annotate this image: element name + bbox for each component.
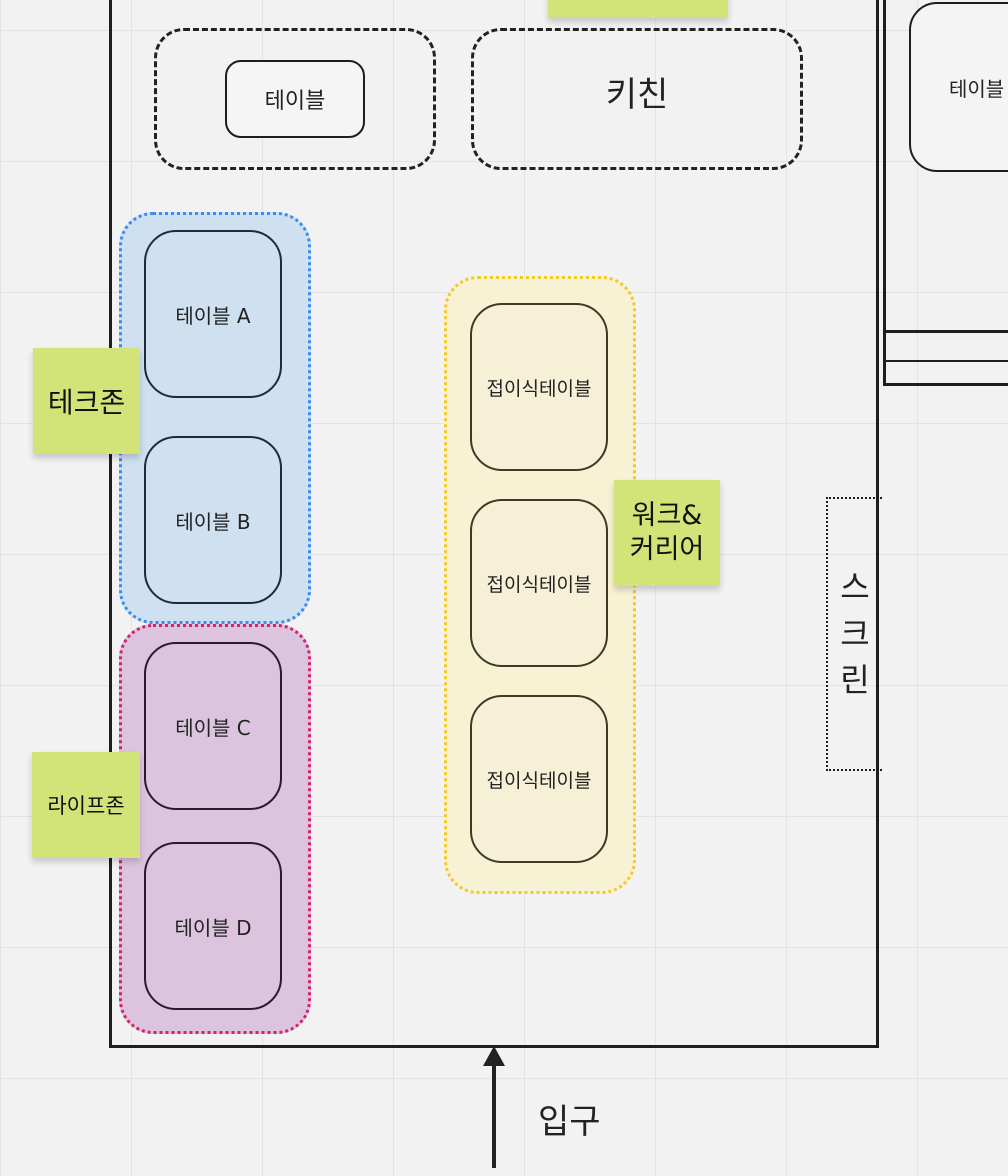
entrance-arrow-line [492, 1062, 496, 1168]
entrance-arrow-head [483, 1046, 505, 1066]
table-d-label: 테이블 D [174, 915, 252, 940]
side-table-label: 테이블 [949, 76, 1005, 101]
folding-table-3-label: 접이식테이블 [486, 769, 592, 792]
folding-table-2-label: 접이식테이블 [486, 573, 592, 596]
table-b-label: 테이블 B [175, 509, 251, 534]
tech-zone-label: 테크존 [47, 386, 126, 419]
side-room-divider-2 [883, 360, 1008, 362]
screen-area[interactable]: 스 크 린 [826, 497, 882, 771]
table-a[interactable]: 테이블 A [144, 230, 282, 398]
sticky-note-life-zone[interactable]: 라이프존 [32, 752, 140, 858]
screen-char-1: 스 [840, 568, 870, 607]
folding-table-3[interactable]: 접이식테이블 [470, 695, 608, 863]
top-table[interactable]: 테이블 [225, 60, 365, 138]
folding-table-1-label: 접이식테이블 [486, 377, 592, 400]
sticky-note-top-partial[interactable] [548, 0, 728, 18]
kitchen-label: 키친 [605, 74, 669, 115]
top-table-label: 테이블 [264, 89, 326, 114]
kitchen-zone[interactable]: 키친 [471, 28, 803, 170]
work-zone-label: 워크& 커리어 [629, 500, 705, 565]
table-d[interactable]: 테이블 D [144, 842, 282, 1010]
entrance-label: 입구 [538, 1102, 601, 1142]
screen-char-2: 크 [840, 614, 870, 653]
screen-char-3: 린 [840, 661, 870, 700]
life-zone-label: 라이프존 [47, 794, 125, 818]
table-a-label: 테이블 A [175, 303, 251, 328]
side-table[interactable]: 테이블 [909, 2, 1008, 172]
top-table-zone[interactable]: 테이블 [154, 28, 436, 170]
sticky-note-tech-zone[interactable]: 테크존 [33, 348, 140, 454]
folding-table-1[interactable]: 접이식테이블 [470, 303, 608, 471]
sticky-note-work-zone[interactable]: 워크& 커리어 [614, 480, 720, 586]
table-c-label: 테이블 C [175, 715, 251, 740]
table-c[interactable]: 테이블 C [144, 642, 282, 810]
side-room-divider [883, 330, 1008, 333]
table-b[interactable]: 테이블 B [144, 436, 282, 604]
side-room-wall [883, 0, 1008, 386]
folding-table-2[interactable]: 접이식테이블 [470, 499, 608, 667]
